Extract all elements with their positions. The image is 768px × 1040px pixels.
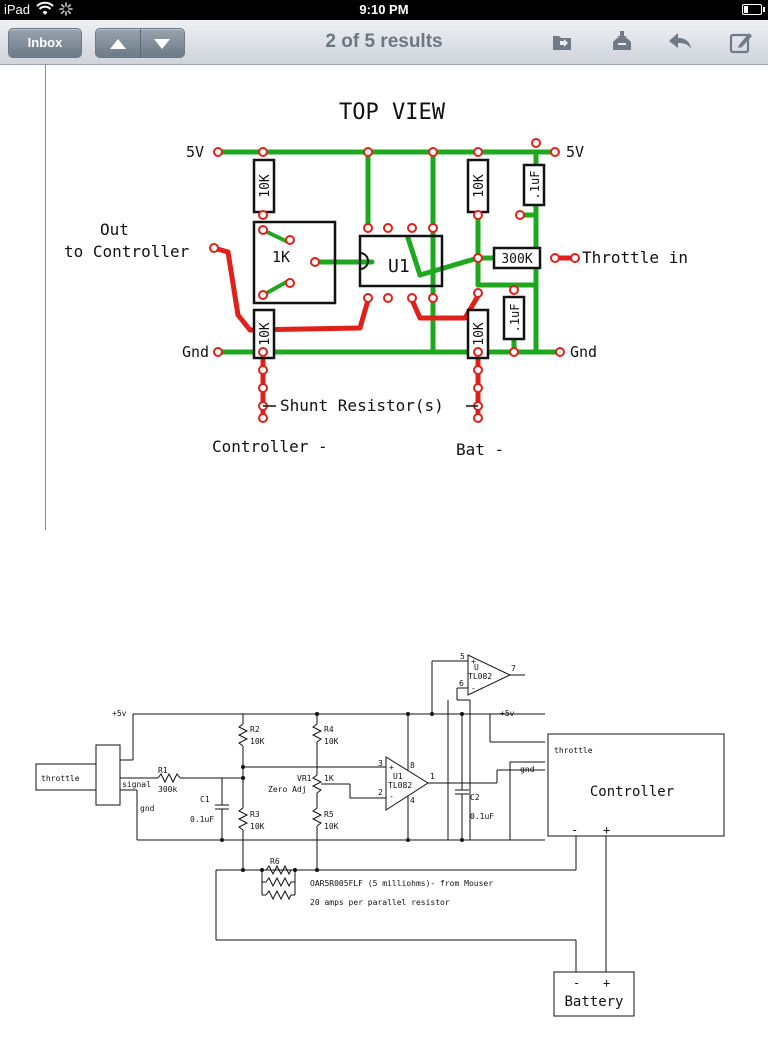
u1-pin2: 2 <box>378 788 383 797</box>
u1-part: TL082 <box>388 781 412 790</box>
label-gnd-right: Gnd <box>570 343 597 361</box>
r6-name: R6 <box>270 857 280 866</box>
cap-top-label: .1uF <box>528 171 542 200</box>
u1-pin3: 3 <box>378 759 383 768</box>
cap-bottom-label: .1uF <box>508 304 522 333</box>
move-to-folder-icon[interactable] <box>549 29 575 55</box>
u-top-plus: + <box>471 657 476 666</box>
pot-1k-label: 1K <box>272 248 290 266</box>
quote-rule <box>45 65 46 530</box>
r10k-top-left-label: 10K <box>258 174 273 198</box>
label-shunt-resistors: Shunt Resistor(s) <box>280 396 444 415</box>
u1-pin1: 1 <box>430 772 435 781</box>
next-message-button[interactable] <box>140 29 184 57</box>
message-nav-buttons <box>95 28 185 58</box>
u1-pin8: 8 <box>410 761 415 770</box>
battery-plus-label: + <box>603 976 610 990</box>
label-bat-minus: Bat - <box>456 440 504 459</box>
u-top-name: U <box>474 663 479 672</box>
label-to-controller: to Controller <box>64 242 190 261</box>
r2-value: 10K <box>250 737 265 746</box>
mail-toolbar: 2 of 5 results Inbox <box>0 20 768 65</box>
r10k-top-right-label: 10K <box>472 174 487 198</box>
controller-plus-label: + <box>603 823 610 837</box>
u-top-minus: - <box>471 684 476 693</box>
ic-u1-label: U1 <box>388 256 410 277</box>
top-view-board-diagram: TOP VIEW <box>64 100 688 459</box>
r3-value: 10K <box>250 822 265 831</box>
controller-label: Controller <box>590 784 674 800</box>
inbox-button[interactable]: Inbox <box>8 28 82 58</box>
activity-spinner-icon <box>59 2 73 16</box>
arrow-down-icon <box>154 39 170 49</box>
u-top-part: TL082 <box>468 672 492 681</box>
c2-value: 0.1uF <box>470 812 494 821</box>
c1-name: C1 <box>200 795 210 804</box>
u1-name: U1 <box>393 772 403 781</box>
controller-throttle-label: throttle <box>554 746 593 755</box>
label-controller-minus: Controller - <box>212 437 328 456</box>
r10k-bottom-right-label: 10K <box>472 322 487 346</box>
r1-value: 300k <box>158 785 177 794</box>
u1-pin4: 4 <box>410 796 415 805</box>
r4-name: R4 <box>324 725 334 734</box>
label-plus5v-left: +5v <box>112 709 127 718</box>
label-gnd-left: Gnd <box>182 343 209 361</box>
clock: 9:10 PM <box>359 2 409 17</box>
shunt-note-2: 20 amps per parallel resistor <box>310 898 450 907</box>
c2-name: C2 <box>470 793 480 802</box>
r1-name: R1 <box>158 766 168 775</box>
reply-icon[interactable] <box>667 29 693 55</box>
r5-name: R5 <box>324 810 334 819</box>
label-5v-left: 5V <box>186 143 204 161</box>
u-top-pin5: 5 <box>460 652 465 661</box>
u1-plus: + <box>389 763 394 772</box>
vr1-desc: Zero Adj <box>268 785 307 794</box>
archive-icon[interactable] <box>609 29 635 55</box>
u-top-pin6: 6 <box>459 679 464 688</box>
r4-value: 10K <box>324 737 339 746</box>
r300k-label: 300K <box>501 252 532 267</box>
label-5v-right: 5V <box>566 143 584 161</box>
gnd-label: gnd <box>140 804 155 813</box>
label-plus5v-right: +5v <box>500 709 515 718</box>
controller-gnd-label: gnd <box>520 765 535 774</box>
u-top-pin7: 7 <box>511 664 516 673</box>
label-out: Out <box>100 220 129 239</box>
vr1-name: VR1 <box>297 774 312 783</box>
battery-label: Battery <box>564 994 623 1010</box>
carrier-label: iPad <box>4 2 31 17</box>
compose-icon[interactable] <box>728 29 754 55</box>
signal-label: signal <box>122 780 151 789</box>
status-bar: iPad 9:10 PM <box>0 0 768 20</box>
r10k-bottom-left-label: 10K <box>258 322 273 346</box>
r5-value: 10K <box>324 822 339 831</box>
controller-minus-label: - <box>571 823 578 837</box>
message-body: TOP VIEW <box>0 65 768 1024</box>
battery-minus-label: - <box>573 976 580 990</box>
r3-name: R3 <box>250 810 260 819</box>
shunt-note: OAR5R005FLF (5 milliohms)- from Mouser <box>310 879 493 888</box>
vr1-value: 1K <box>324 774 334 783</box>
r2-name: R2 <box>250 725 260 734</box>
top-view-title: TOP VIEW <box>339 100 446 125</box>
arrow-up-icon <box>110 39 126 49</box>
throttle-connector-label: throttle <box>41 774 80 783</box>
wifi-icon <box>36 1 54 15</box>
circuit-schematic-diagram: +5v +5v throttle signal gnd R1 300k C1 0… <box>35 652 725 1017</box>
previous-message-button[interactable] <box>96 29 141 57</box>
u1-minus: - <box>389 792 394 801</box>
battery-icon <box>742 4 765 15</box>
label-throttle-in: Throttle in <box>582 248 688 267</box>
c1-value: 0.1uF <box>190 815 214 824</box>
